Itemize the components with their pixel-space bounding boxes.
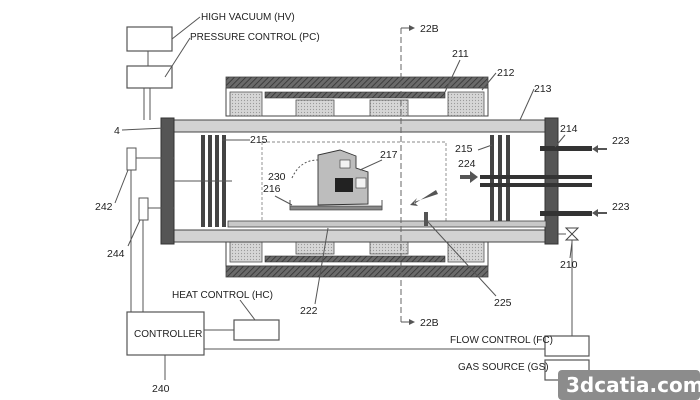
outer-housing-bottom [225, 265, 489, 278]
gas-inlet-tube [480, 175, 592, 179]
high-vacuum-label: HIGH VACUUM (HV) [201, 12, 295, 23]
ref-22b-top: 22B [420, 23, 439, 35]
heat-control-box [233, 319, 280, 341]
ref-217: 217 [380, 149, 398, 161]
heat-control-label: HEAT CONTROL (HC) [172, 290, 273, 301]
right-flange [544, 117, 559, 245]
controller-label: CONTROLLER [134, 329, 202, 340]
gas-inlet-tube [540, 211, 592, 216]
left-flange [160, 117, 175, 245]
chamber-tube-bottom-wall [164, 229, 556, 243]
chamber-tube-top-wall [164, 119, 556, 133]
ref-222: 222 [300, 305, 318, 317]
insulation-block [447, 91, 485, 117]
watermark-badge [558, 370, 700, 400]
insulation-block [369, 99, 409, 117]
flow-arrow [410, 190, 438, 206]
ref-213: 213 [534, 83, 552, 95]
ref-224: 224 [458, 158, 476, 170]
ref-215-right: 215 [455, 143, 473, 155]
ref-215-left: 215 [250, 134, 268, 146]
ref-240: 240 [152, 383, 170, 395]
ref-211: 211 [452, 48, 469, 60]
flow-control-box [544, 335, 590, 357]
gas-source-label: GAS SOURCE (GS) [458, 362, 549, 373]
ref-223-bottom: 223 [612, 201, 630, 213]
workpiece [317, 149, 369, 206]
ref-242: 242 [95, 201, 113, 213]
support-rail [227, 220, 547, 228]
flow-arrow [592, 209, 607, 217]
flow-arrow [460, 171, 478, 183]
ref-223-top: 223 [612, 135, 630, 147]
high-vacuum-box [126, 26, 173, 52]
ref-4: 4 [114, 125, 120, 137]
sensor-242 [126, 147, 137, 171]
ref-214: 214 [560, 123, 578, 135]
watermark-text: 3dcatia.com [566, 373, 700, 397]
heating-coil-bottom [264, 255, 446, 263]
valve [564, 227, 580, 241]
thermocouple [424, 212, 428, 226]
heating-coil-top [264, 91, 446, 99]
ref-225: 225 [494, 297, 512, 309]
flow-arrow [592, 145, 607, 153]
sample-tray [289, 205, 383, 211]
ref-22b-bottom: 22B [420, 317, 439, 329]
pressure-control-label: PRESSURE CONTROL (PC) [190, 32, 320, 43]
flow-control-label: FLOW CONTROL (FC) [450, 335, 553, 346]
insulation-block [295, 99, 335, 117]
insulation-block [229, 91, 263, 117]
ref-230: 230 [268, 171, 286, 183]
ref-210: 210 [560, 259, 578, 271]
controller-box [126, 311, 205, 356]
sensor-244 [138, 197, 149, 221]
ref-216: 216 [263, 183, 281, 195]
gas-inlet-tube [540, 146, 592, 151]
ref-212: 212 [497, 67, 515, 79]
ref-244: 244 [107, 248, 125, 260]
outer-housing-top [225, 76, 489, 89]
